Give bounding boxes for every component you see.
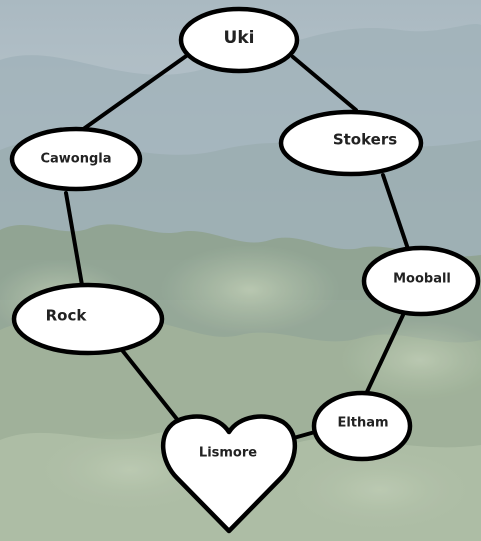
mooball-node-shape: [361, 245, 481, 317]
stokers-label: Stokers: [333, 131, 397, 149]
cawongla-node-shape: [9, 126, 143, 192]
edge-stokers-mooball: [381, 173, 410, 251]
rock-node-shape: [11, 282, 165, 356]
edge-rock-cawongla: [64, 191, 84, 287]
uki-label: Uki: [224, 28, 255, 48]
lismore-label: Lismore: [199, 446, 257, 461]
stokers-node-shape: [278, 109, 424, 177]
eltham-label: Eltham: [337, 416, 388, 431]
mooball-label: Mooball: [393, 272, 451, 287]
uki-node-shape: [178, 6, 300, 74]
edge-cawongla-uki: [80, 52, 191, 132]
node-cawongla: Cawongla: [9, 126, 143, 192]
node-mooball: Mooball: [361, 245, 481, 317]
node-stokers: Stokers: [278, 109, 424, 177]
node-rock: Rock: [11, 282, 165, 356]
edge-lismore-rock: [120, 348, 186, 430]
edge-mooball-eltham: [364, 313, 405, 396]
edge-uki-stokers: [291, 55, 358, 112]
node-lismore: Lismore: [160, 414, 298, 534]
node-uki: Uki: [178, 6, 300, 74]
eltham-node-shape: [311, 390, 413, 462]
edges-layer: [64, 52, 410, 441]
lismore-node-shape: [160, 414, 298, 534]
node-eltham: Eltham: [311, 390, 413, 462]
rock-label: Rock: [46, 307, 88, 325]
cawongla-label: Cawongla: [40, 152, 111, 167]
